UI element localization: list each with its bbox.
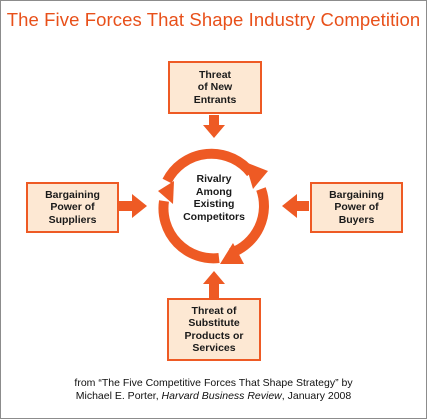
force-label-line: Threat of xyxy=(191,304,237,317)
citation-line-1: from “The Five Competitive Forces That S… xyxy=(74,377,353,389)
cycle-arrowhead-1 xyxy=(245,162,268,189)
force-label-line: Suppliers xyxy=(48,213,97,226)
force-label-line: Substitute xyxy=(188,317,240,329)
force-bargaining-power-of-suppliers: Bargaining Power of Suppliers xyxy=(26,182,119,233)
force-label-line: Power of xyxy=(50,201,95,214)
citation-author: Michael E. Porter, xyxy=(75,390,159,402)
force-label-line: Bargaining xyxy=(329,188,384,201)
center-label-line: Rivalry xyxy=(196,173,232,185)
center-label-line: Existing xyxy=(193,198,235,210)
force-label-line: Products or xyxy=(184,329,244,342)
rivalry-cycle-ring xyxy=(158,148,269,264)
arrow-left-from-right xyxy=(282,194,309,218)
diagram-title: The Five Forces That Shape Industry Comp… xyxy=(6,9,421,30)
citation-line-2: Michael E. Porter, Harvard Business Revi… xyxy=(1,390,426,403)
force-threat-of-new-entrants: Threat of New Entrants xyxy=(168,61,262,114)
citation-journal: Harvard Business Review xyxy=(161,390,282,402)
arrow-right-from-left xyxy=(119,194,147,218)
citation-date: , January 2008 xyxy=(281,390,352,402)
center-label-line: Among xyxy=(195,185,233,198)
force-label-line: of New xyxy=(197,81,233,94)
cycle-arrowhead-2 xyxy=(220,243,244,264)
force-label-line: Entrants xyxy=(193,93,237,106)
force-label-line: Services xyxy=(192,342,236,354)
arrow-up-from-bottom xyxy=(203,271,225,298)
rivalry-among-existing-competitors: Rivalry Among Existing Competitors xyxy=(160,173,268,223)
center-label-line: Competitors xyxy=(183,210,245,223)
force-bargaining-power-of-buyers: Bargaining Power of Buyers xyxy=(310,182,403,233)
force-label-line: Bargaining xyxy=(45,188,100,201)
force-label-line: Buyers xyxy=(338,213,375,226)
force-label-line: Threat xyxy=(198,68,232,81)
force-label-line: Power of xyxy=(334,201,379,214)
cycle-arrowhead-3 xyxy=(158,181,174,204)
force-threat-of-substitutes: Threat of Substitute Products or Service… xyxy=(167,298,261,361)
arrow-down-from-top xyxy=(203,115,225,138)
source-citation: from “The Five Competitive Forces That S… xyxy=(1,377,426,403)
